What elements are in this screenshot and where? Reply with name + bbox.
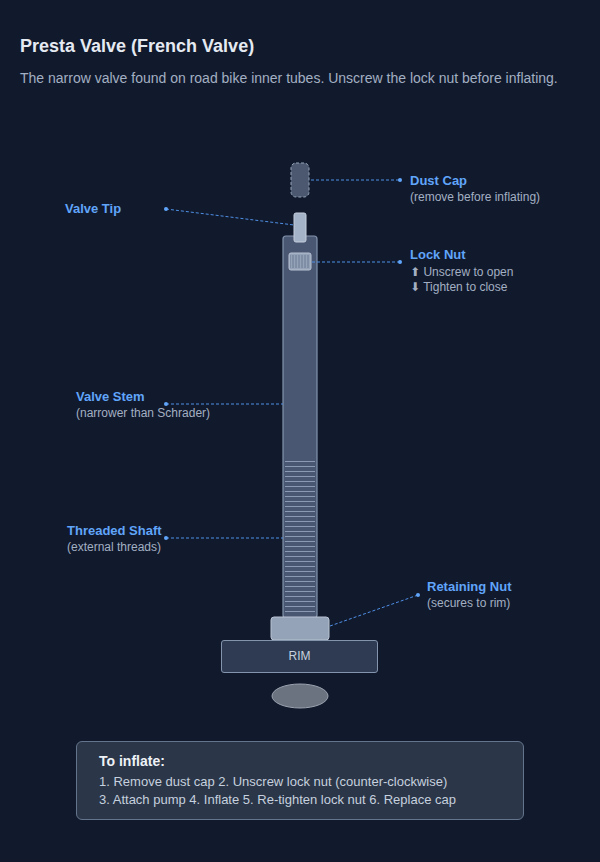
part-label: Valve Tip bbox=[65, 201, 121, 216]
page-title: Presta Valve (French Valve) bbox=[20, 36, 254, 57]
leader-dots bbox=[164, 178, 420, 597]
part-label: Lock Nut bbox=[410, 247, 466, 262]
lock-nut bbox=[289, 253, 311, 270]
page-caption: The narrow valve found on road bike inne… bbox=[20, 70, 558, 86]
instruction-heading: To inflate: bbox=[99, 752, 501, 770]
retaining-nut bbox=[271, 617, 329, 640]
rim-box: RIM bbox=[221, 640, 378, 673]
part-note: ⬆ Unscrew to open bbox=[410, 265, 513, 279]
valve-tip bbox=[294, 213, 306, 242]
instruction-steps: 1. Remove dust cap 2. Unscrew lock nut (… bbox=[99, 774, 501, 791]
leader-lines bbox=[166, 180, 418, 626]
threads bbox=[285, 460, 315, 612]
part-note: (remove before inflating) bbox=[410, 190, 540, 204]
part-label: Dust Cap bbox=[410, 173, 467, 188]
part-label: Threaded Shaft bbox=[67, 523, 162, 538]
part-label: Valve Stem bbox=[76, 389, 145, 404]
dust-cap bbox=[291, 163, 309, 197]
part-note: (external threads) bbox=[67, 540, 161, 554]
part-note: (narrower than Schrader) bbox=[76, 406, 210, 420]
knurling bbox=[290, 255, 310, 268]
part-label: Retaining Nut bbox=[427, 579, 512, 594]
valve-stem bbox=[283, 236, 317, 618]
tube-base bbox=[272, 684, 328, 708]
part-note: (secures to rim) bbox=[427, 596, 510, 610]
instruction-steps: 3. Attach pump 4. Inflate 5. Re-tighten … bbox=[99, 792, 501, 809]
instruction-box: To inflate: 1. Remove dust cap 2. Unscrew… bbox=[76, 741, 524, 820]
part-note: ⬇ Tighten to close bbox=[410, 280, 507, 294]
rim-label: RIM bbox=[289, 649, 311, 665]
